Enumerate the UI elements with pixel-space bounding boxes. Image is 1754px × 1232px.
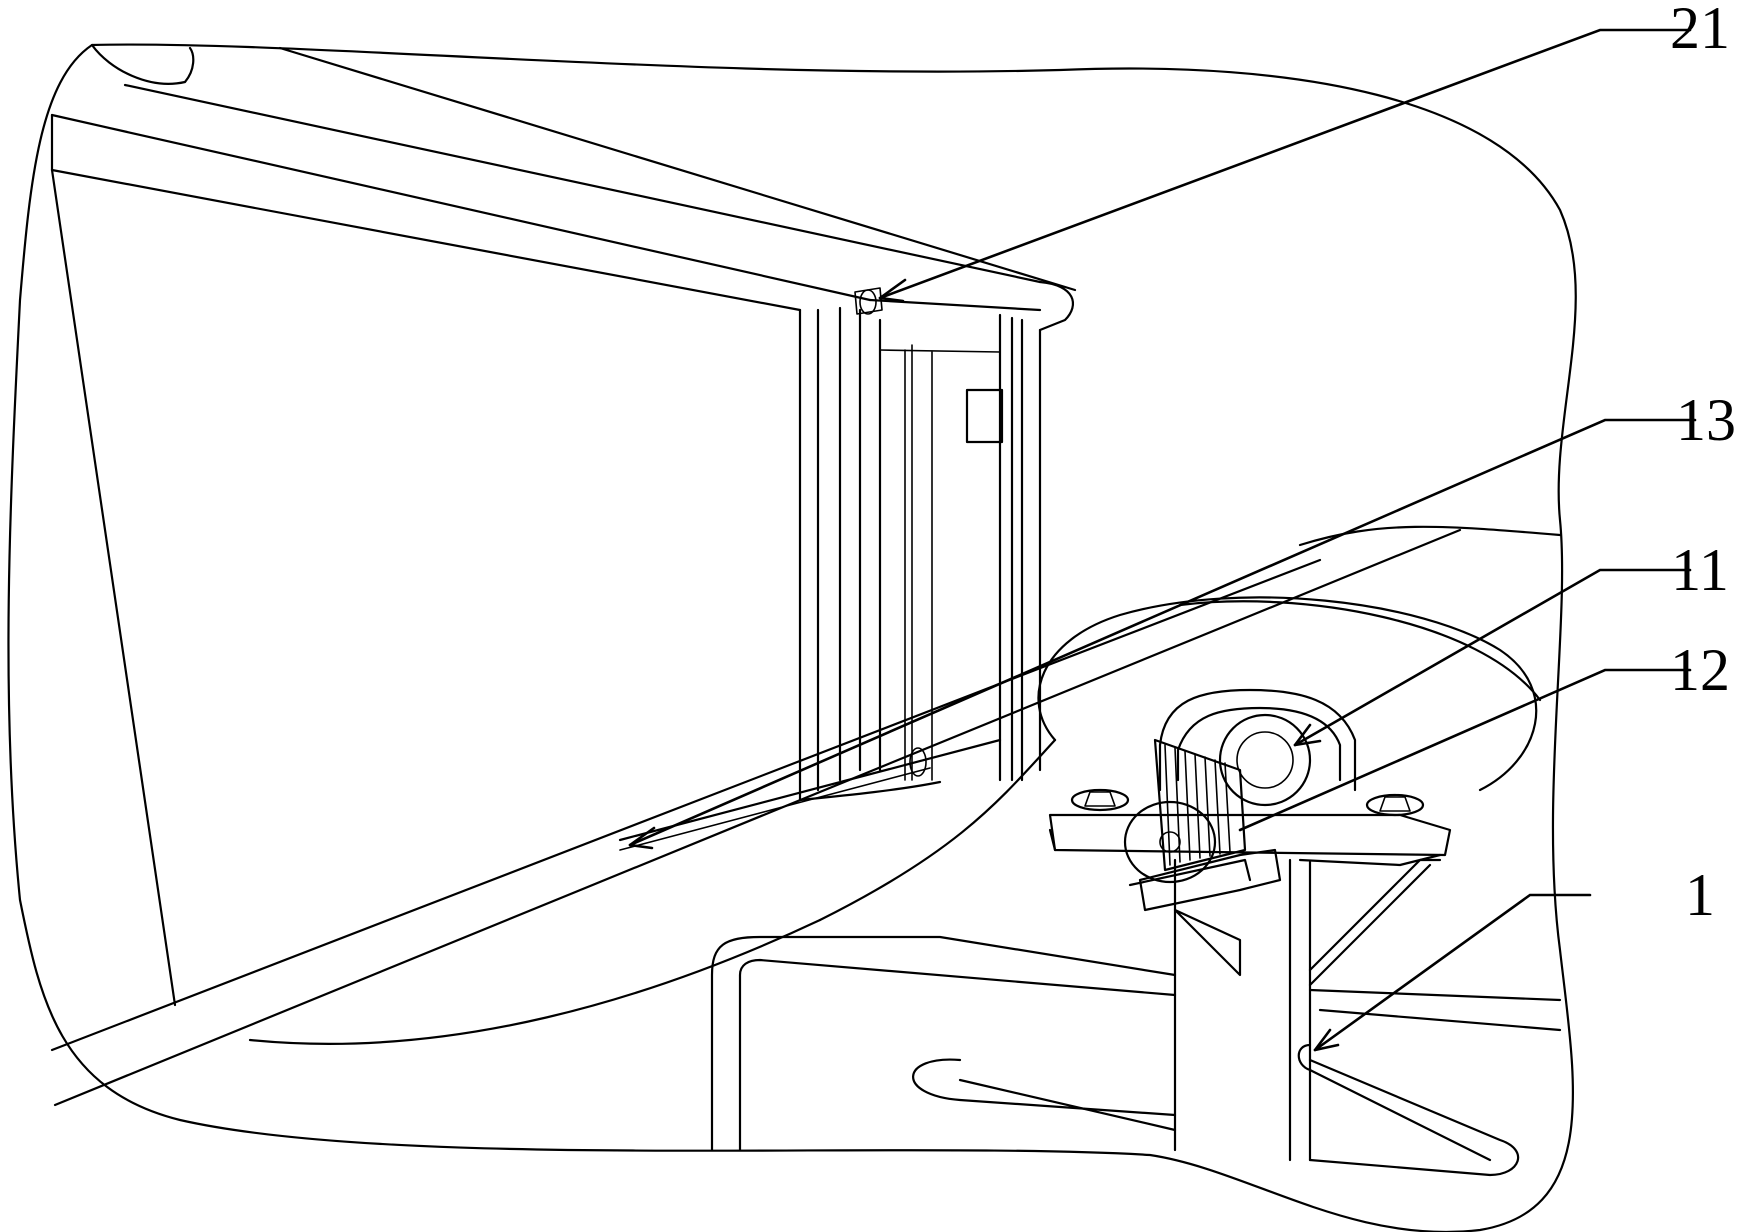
label-1: 1 <box>1685 862 1715 928</box>
bearing-bracket <box>1048 688 1452 867</box>
label-13: 13 <box>1676 387 1736 453</box>
label-21: 21 <box>1670 0 1730 61</box>
label-11: 11 <box>1671 537 1729 603</box>
disc-wheel <box>248 596 1542 1045</box>
label-12: 12 <box>1670 637 1730 703</box>
base-foot-1 <box>912 1043 1520 1177</box>
rod-21 <box>854 287 883 315</box>
upper-frame <box>50 43 1077 1007</box>
lower-housing <box>710 935 1562 1152</box>
diagonal-beam <box>50 525 1562 1107</box>
motor-12 <box>1123 738 1282 912</box>
support-column <box>1173 858 1442 1162</box>
leader-lines <box>628 28 1697 1052</box>
breakout-outline <box>7 43 1577 1232</box>
vertical-post <box>798 306 1042 802</box>
